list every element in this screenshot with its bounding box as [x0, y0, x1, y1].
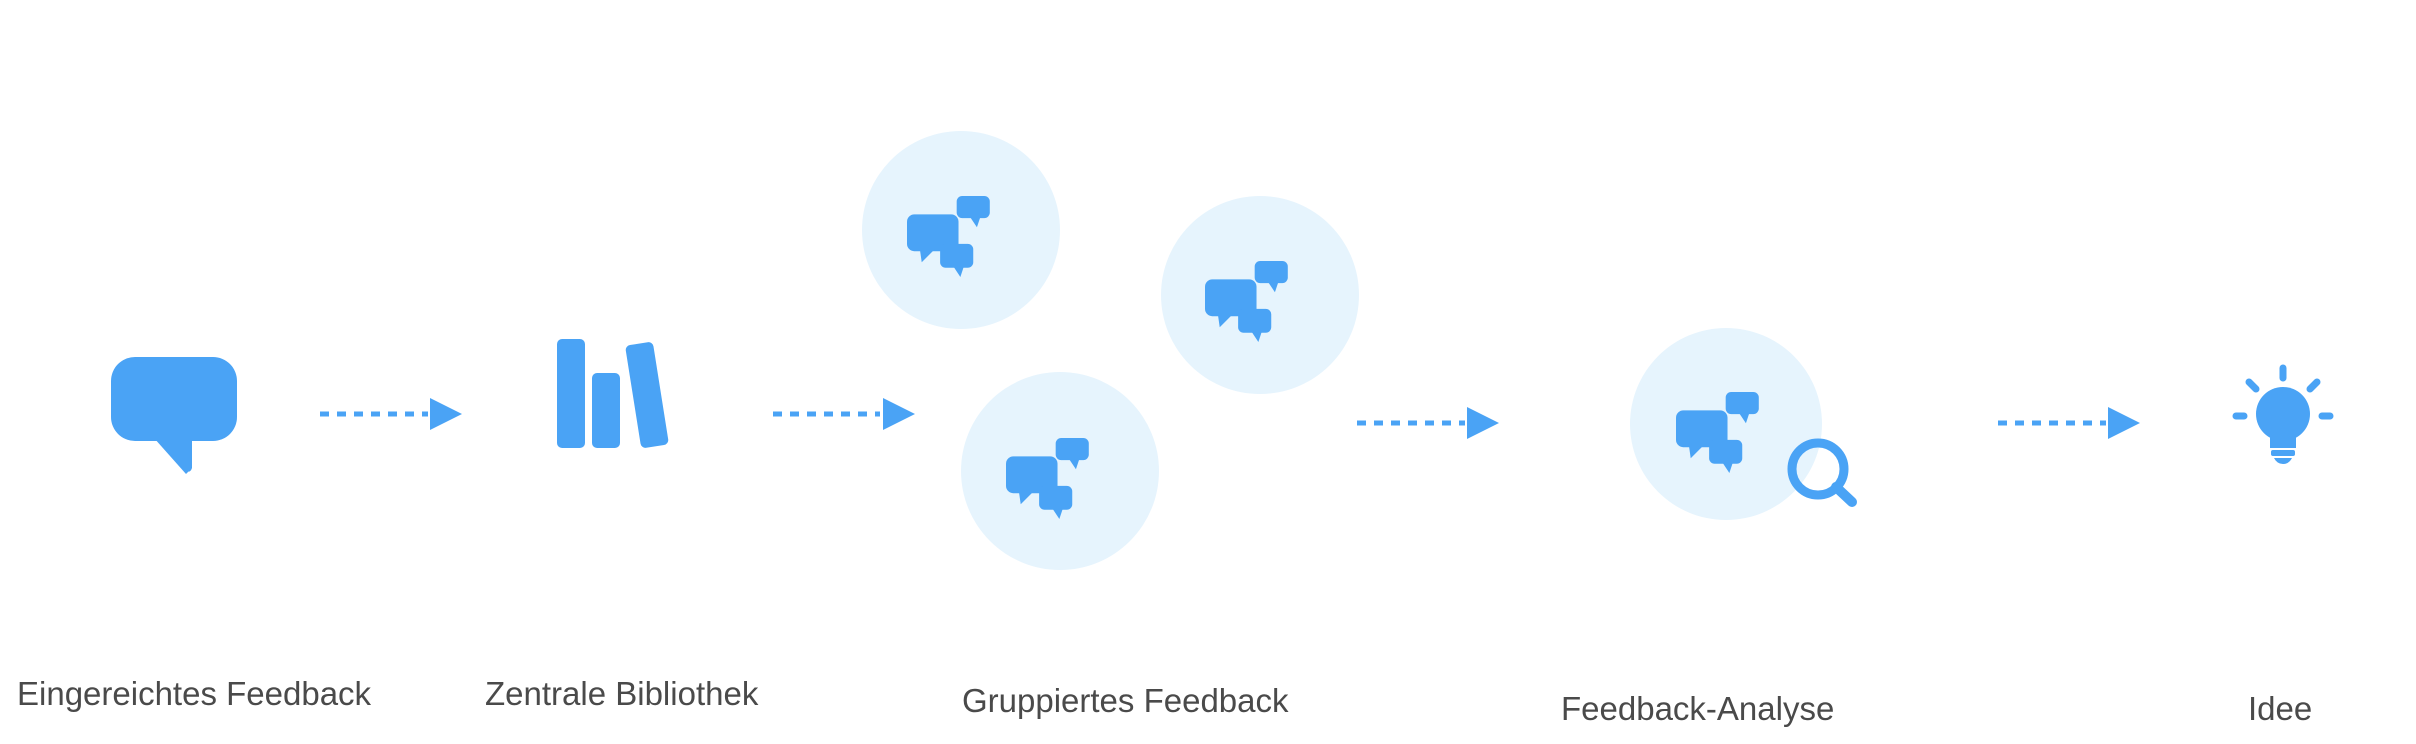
flow-arrow: [1998, 407, 2140, 439]
step-label-grouped-feedback: Gruppiertes Feedback: [962, 682, 1289, 719]
grouped-chat-bubbles-icon: [862, 131, 1359, 570]
step-label-feedback-analysis: Feedback-Analyse: [1561, 690, 1835, 727]
flow-arrow: [320, 398, 462, 430]
step-label-idea: Idee: [2248, 690, 2313, 727]
flow-arrow: [1357, 407, 1499, 439]
step-label-submitted-feedback: Eingereichtes Feedback: [17, 675, 372, 712]
speech-bubble-icon: [111, 357, 237, 474]
library-books-icon: [557, 339, 669, 448]
lightbulb-icon: [2232, 364, 2334, 464]
flow-arrow: [773, 398, 915, 430]
step-label-central-library: Zentrale Bibliothek: [485, 675, 759, 712]
chat-bubbles-magnifier-icon: [1630, 328, 1857, 520]
